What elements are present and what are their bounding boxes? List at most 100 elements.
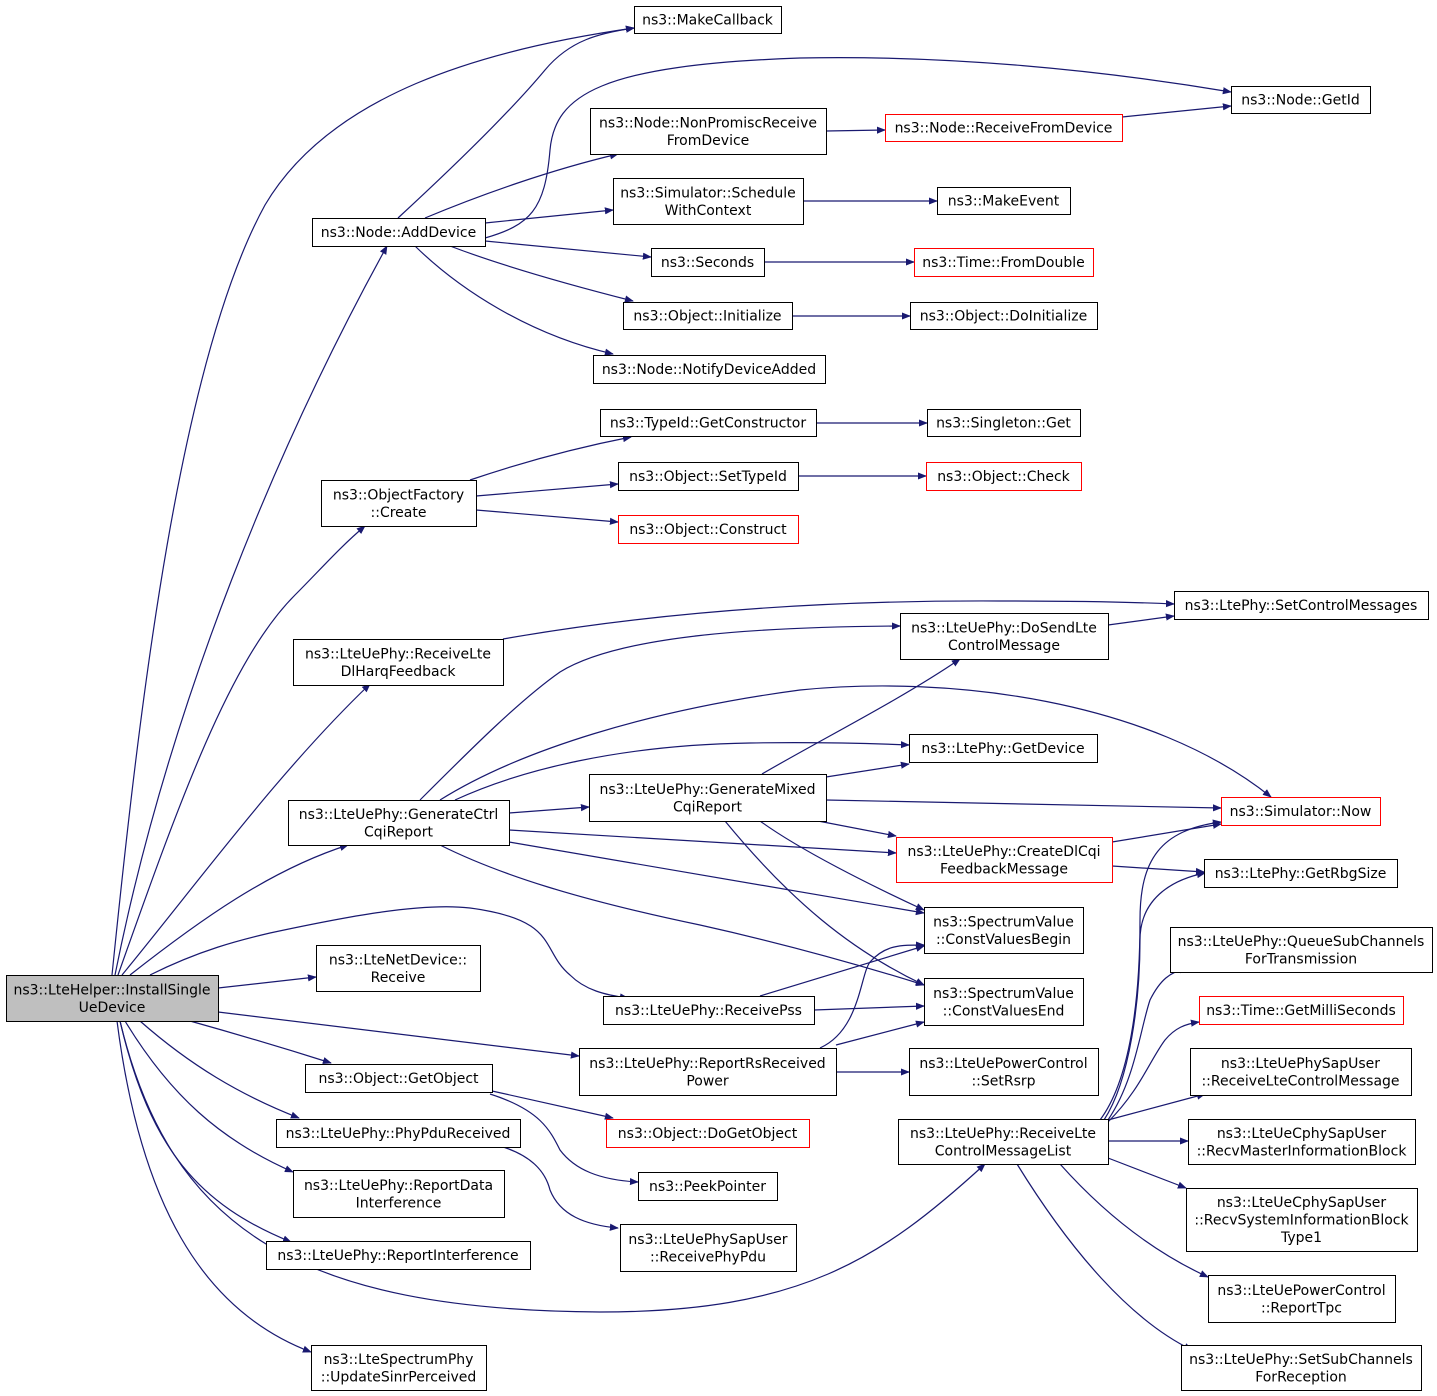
edge-root-receivecontrollist: [119, 1020, 986, 1313]
edge-createdlcqi-now: [1111, 821, 1222, 843]
node-object-check[interactable]: ns3::Object::Check: [926, 462, 1082, 491]
node-label-line: ns3::LteUePhy::GenerateMixed: [600, 782, 816, 798]
node-updatesinr[interactable]: ns3::LteSpectrumPhy::UpdateSinrPerceived: [311, 1345, 487, 1391]
node-box: [311, 1345, 487, 1391]
node-settypeid[interactable]: ns3::Object::SetTypeId: [618, 462, 799, 491]
node-phypdureceived[interactable]: ns3::LteUePhy::PhyPduReceived: [276, 1119, 521, 1148]
edge-dosendlte-setcontrol: [1107, 613, 1175, 626]
node-label-line: ::ReportTpc: [1261, 1300, 1342, 1316]
edge-controllist-now: [1099, 819, 1222, 1121]
edge-factory-settypeid: [475, 481, 619, 497]
node-label-line: ns3::LteUePhy::ReceivePss: [615, 1003, 802, 1019]
node-label-line: ns3::Node::ReceiveFromDevice: [895, 121, 1113, 137]
node-recvsib1[interactable]: ns3::LteUeCphySapUser::RecvSystemInforma…: [1186, 1188, 1418, 1252]
edge-adddevice-notify: [414, 245, 614, 356]
node-ltephy-getdevice[interactable]: ns3::LtePhy::GetDevice: [909, 734, 1098, 763]
node-notifydeviceadded[interactable]: ns3::Node::NotifyDeviceAdded: [593, 355, 826, 384]
node-getconstructor[interactable]: ns3::TypeId::GetConstructor: [600, 409, 817, 437]
node-reportinterference[interactable]: ns3::LteUePhy::ReportInterference: [266, 1241, 531, 1270]
node-setrsrp[interactable]: ns3::LteUePowerControl::SetRsrp: [909, 1048, 1099, 1096]
node-label-line: UeDevice: [79, 1000, 146, 1016]
node-label-line: ns3::Object::DoGetObject: [618, 1126, 798, 1142]
node-box: [1186, 1188, 1418, 1252]
node-box: [898, 1119, 1109, 1165]
node-peekpointer[interactable]: ns3::PeekPointer: [638, 1172, 778, 1201]
node-box: [924, 978, 1084, 1026]
node-label-line: ns3::Node::NotifyDeviceAdded: [602, 362, 816, 378]
node-receivefromdevice[interactable]: ns3::Node::ReceiveFromDevice: [885, 114, 1123, 142]
node-setsubchannels[interactable]: ns3::LteUePhy::SetSubChannelsForReceptio…: [1181, 1345, 1422, 1391]
node-label-line: DlHarqFeedback: [341, 664, 457, 680]
edge-receivefromdevice-getid: [1121, 103, 1232, 118]
edge-root-phypdu: [139, 1020, 300, 1119]
node-label-line: ns3::LtePhy::GetDevice: [921, 741, 1084, 757]
node-box: [613, 178, 804, 225]
node-receiveltecontrolmessage[interactable]: ns3::LteUePhySapUser::ReceiveLteControlM…: [1190, 1048, 1412, 1096]
node-constvaluesbegin[interactable]: ns3::SpectrumValue::ConstValuesBegin: [924, 907, 1084, 954]
node-node-getid[interactable]: ns3::Node::GetId: [1231, 86, 1371, 114]
edge-getobject-dogetobject: [491, 1090, 614, 1120]
node-label-line: ns3::LteUePhy::QueueSubChannels: [1178, 934, 1425, 950]
node-ltenetdevice-receive[interactable]: ns3::LteNetDevice::Receive: [316, 945, 481, 992]
node-doinitialize[interactable]: ns3::Object::DoInitialize: [910, 302, 1098, 330]
edge-generatectrl-getdevice: [454, 741, 910, 801]
node-queuesubchannels[interactable]: ns3::LteUePhy::QueueSubChannelsForTransm…: [1170, 927, 1433, 973]
node-label-line: CqiReport: [364, 824, 433, 840]
node-label-line: ::ReceivePhyPdu: [650, 1249, 766, 1265]
node-box: [606, 1119, 810, 1148]
node-singleton-get[interactable]: ns3::Singleton::Get: [927, 409, 1081, 437]
node-receivepss[interactable]: ns3::LteUePhy::ReceivePss: [603, 996, 815, 1025]
edge-root-adddevice: [114, 245, 388, 976]
node-box: [651, 248, 765, 277]
node-constvaluesend[interactable]: ns3::SpectrumValue::ConstValuesEnd: [924, 978, 1084, 1026]
node-recvmib[interactable]: ns3::LteUeCphySapUser::RecvMasterInforma…: [1188, 1119, 1416, 1165]
node-receiveltecontrolmessagelist[interactable]: ns3::LteUePhy::ReceiveLteControlMessageL…: [898, 1119, 1109, 1165]
node-createdlcqi[interactable]: ns3::LteUePhy::CreateDlCqiFeedbackMessag…: [896, 837, 1113, 883]
node-box: [909, 1048, 1099, 1096]
node-makeevent[interactable]: ns3::MakeEvent: [937, 187, 1071, 215]
edge-reportrs-constbegin: [819, 941, 925, 1049]
node-reporttpc[interactable]: ns3::LteUePowerControl::ReportTpc: [1208, 1275, 1396, 1323]
node-label-line: ns3::MakeEvent: [948, 194, 1060, 210]
edge-root-factory: [117, 525, 366, 976]
node-getobject[interactable]: ns3::Object::GetObject: [305, 1064, 493, 1093]
node-dogetobject[interactable]: ns3::Object::DoGetObject: [606, 1119, 810, 1148]
node-label-line: FeedbackMessage: [940, 861, 1068, 877]
edge-controllist-setsubchannels: [1016, 1163, 1193, 1351]
edge-root-generatectrl: [129, 844, 349, 976]
node-fromdouble[interactable]: ns3::Time::FromDouble: [914, 248, 1094, 277]
node-label-line: ns3::PeekPointer: [649, 1179, 766, 1195]
node-makecallback[interactable]: ns3::MakeCallback: [634, 6, 782, 34]
node-box: [589, 774, 827, 822]
node-simulator-now[interactable]: ns3::Simulator::Now: [1221, 797, 1381, 826]
node-box: [926, 462, 1082, 491]
node-box: [288, 800, 510, 846]
node-label-line: ns3::LteUePhy::PhyPduReceived: [286, 1126, 511, 1142]
node-label-line: ns3::ObjectFactory: [333, 487, 464, 503]
edge-adddevice-seconds: [484, 240, 652, 260]
node-label-line: ns3::Object::Initialize: [633, 309, 781, 325]
node-object-construct[interactable]: ns3::Object::Construct: [618, 515, 799, 544]
node-getrbgsize[interactable]: ns3::LtePhy::GetRbgSize: [1204, 859, 1398, 888]
node-label-line: ns3::Object::SetTypeId: [629, 469, 787, 485]
node-initialize[interactable]: ns3::Object::Initialize: [623, 302, 793, 330]
node-label-line: Power: [686, 1073, 729, 1089]
node-seconds[interactable]: ns3::Seconds: [651, 248, 765, 277]
node-setcontrolmessages[interactable]: ns3::LtePhy::SetControlMessages: [1174, 591, 1429, 620]
node-receivephypdu[interactable]: ns3::LteUePhySapUser::ReceivePhyPdu: [620, 1224, 797, 1272]
node-getmilliseconds[interactable]: ns3::Time::GetMilliSeconds: [1199, 996, 1404, 1025]
node-box: [590, 108, 827, 155]
node-factory-create[interactable]: ns3::ObjectFactory::Create: [321, 480, 477, 527]
node-adddevice[interactable]: ns3::Node::AddDevice: [312, 218, 486, 247]
edge-root-reportdata: [124, 1020, 294, 1173]
node-label-line: ns3::LteUeCphySapUser: [1217, 1195, 1387, 1211]
